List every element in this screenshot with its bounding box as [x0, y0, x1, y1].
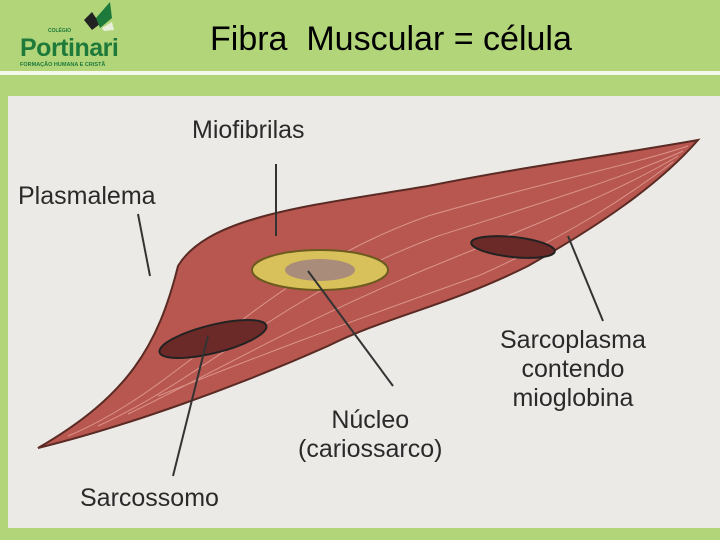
label-plasmalema: Plasmalema — [18, 182, 156, 210]
sarcosome-left — [158, 318, 268, 360]
header-divider — [0, 71, 720, 75]
sarcosome-right — [470, 235, 556, 259]
logo-small-text: COLÉGIO — [48, 28, 72, 34]
muscle-fiber-diagram: Miofibrilas Plasmalema Sarcoplasma conte… — [8, 96, 720, 528]
logo-tagline: FORMAÇÃO HUMANA E CRISTÃ — [20, 62, 106, 68]
label-sarcoplasma: Sarcoplasma contendo mioglobina — [500, 326, 646, 412]
logo: COLÉGIO Portinari FORMAÇÃO HUMANA E CRIS… — [18, 2, 128, 70]
label-miofibrilas: Miofibrilas — [192, 116, 305, 144]
label-nucleo: Núcleo (cariossarco) — [298, 406, 443, 463]
label-sarcossomo: Sarcossomo — [80, 484, 219, 512]
logo-name: Portinari — [20, 34, 119, 62]
logo-leaves-icon — [84, 2, 114, 31]
slide-title: Fibra Muscular = célula — [210, 20, 572, 58]
